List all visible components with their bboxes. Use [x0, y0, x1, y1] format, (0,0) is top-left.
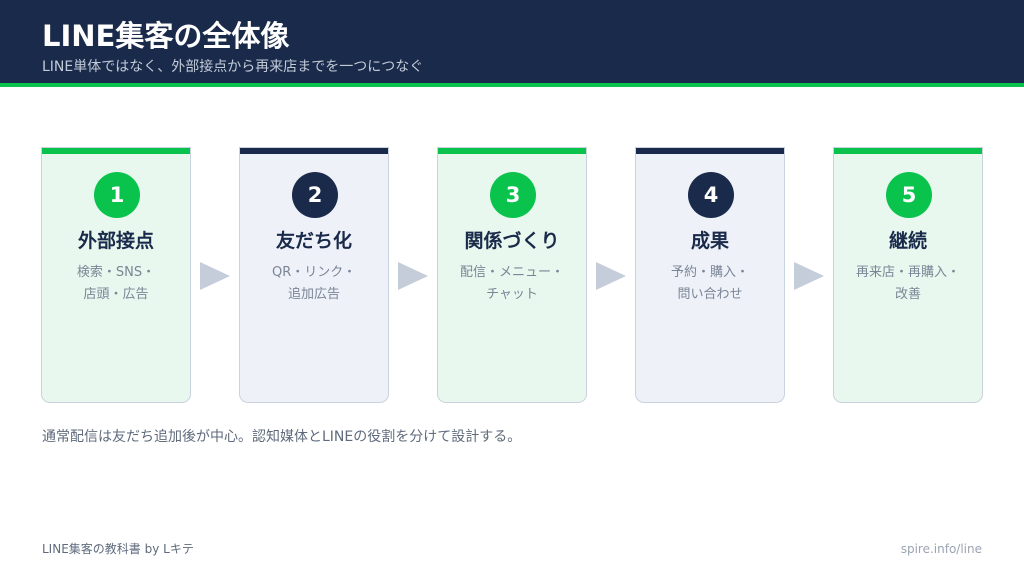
step-description: 再来店・再購入・ 改善: [834, 262, 982, 306]
step-description: 検索・SNS・ 店頭・広告: [42, 262, 190, 306]
step-title: 関係づくり: [464, 230, 560, 252]
step-title: 外部接点: [77, 230, 154, 252]
footnote: 通常配信は友だち追加後が中心。認知媒体とLINEの役割を分けて設計する。: [42, 429, 522, 445]
triangle-right-icon: [596, 262, 626, 290]
step-description-line-2: 追加広告: [287, 287, 340, 302]
step-description-line-1: 配信・メニュー・: [459, 265, 564, 280]
step-description-line-2: 店頭・広告: [83, 287, 149, 302]
step-title: 成果: [690, 230, 729, 252]
card-top-bar: [438, 148, 586, 154]
card-top-bar: [636, 148, 784, 154]
triangle-right-icon: [200, 262, 230, 290]
triangle-right-icon: [398, 262, 428, 290]
card-top-bar: [834, 148, 982, 154]
step-description-line-2: 問い合わせ: [677, 287, 743, 302]
step-description: 予約・購入・ 問い合わせ: [636, 262, 784, 306]
footer-credit: LINE集客の教科書 by Lキテ: [42, 542, 194, 556]
step-title: 継続: [888, 230, 927, 252]
step-description: 配信・メニュー・ チャット: [438, 262, 586, 306]
page-subtitle: LINE単体ではなく、外部接点から再来店までを一つにつなぐ: [42, 59, 424, 75]
card-top-bar: [240, 148, 388, 154]
step-description-line-1: 検索・SNS・: [76, 265, 156, 280]
page-title: LINE集客の全体像: [42, 19, 290, 53]
card-top-bar: [42, 148, 190, 154]
step-description: QR・リンク・ 追加広告: [240, 262, 388, 306]
step-card-2: 2 友だち化 QR・リンク・ 追加広告: [239, 147, 389, 403]
step-description-line-2: 改善: [894, 287, 921, 302]
step-number-badge: 2: [292, 172, 338, 218]
step-number-badge: 3: [490, 172, 536, 218]
step-description-line-2: チャット: [486, 287, 538, 302]
header-accent-line: [0, 83, 1024, 87]
step-description-line-1: 予約・購入・: [670, 265, 749, 280]
triangle-right-icon: [794, 262, 824, 290]
footer-url: spire.info/line: [900, 542, 982, 556]
step-number-badge: 5: [886, 172, 932, 218]
step-number-badge: 4: [688, 172, 734, 218]
step-description-line-1: QR・リンク・: [271, 265, 356, 280]
step-card-3: 3 関係づくり 配信・メニュー・ チャット: [437, 147, 587, 403]
header-band: [0, 0, 1024, 83]
step-title: 友だち化: [275, 230, 352, 252]
step-description-line-1: 再来店・再購入・: [855, 265, 960, 280]
step-card-1: 1 外部接点 検索・SNS・ 店頭・広告: [41, 147, 191, 403]
step-number-badge: 1: [94, 172, 140, 218]
step-card-5: 5 継続 再来店・再購入・ 改善: [833, 147, 983, 403]
step-card-4: 4 成果 予約・購入・ 問い合わせ: [635, 147, 785, 403]
